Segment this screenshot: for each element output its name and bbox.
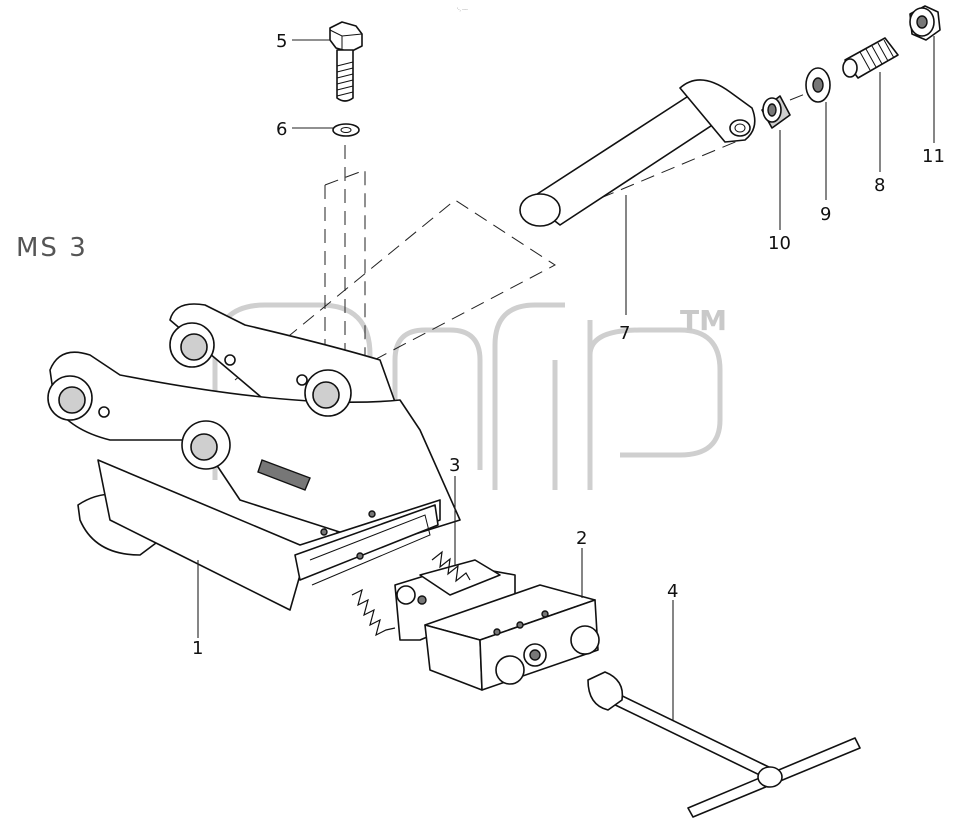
callout-4: 4	[667, 581, 678, 602]
callout-1: 1	[192, 638, 203, 659]
t-handle-wrench-part	[587, 671, 861, 818]
diagram-title: MS 3	[16, 233, 88, 263]
trademark-mark: TM	[680, 304, 727, 337]
coupler-frame-part	[47, 303, 461, 611]
callout-11: 11	[922, 146, 945, 167]
callout-6: 6	[276, 119, 287, 140]
callout-2: 2	[576, 528, 587, 549]
header-code: '-, ----	[457, 7, 468, 12]
bushing-part	[761, 95, 791, 129]
nut-part	[909, 5, 941, 41]
callout-3: 3	[449, 455, 460, 476]
leader-lines	[197, 36, 935, 720]
callout-7: 7	[619, 323, 630, 344]
bolt-part	[329, 21, 363, 102]
callout-9: 9	[820, 204, 831, 225]
threaded-stud-part	[842, 37, 899, 79]
locking-block-part	[424, 584, 600, 691]
callout-10: 10	[768, 233, 791, 254]
callout-5: 5	[276, 31, 287, 52]
callout-labels: 1 2 3 4 5 6 7 8 9 10 11	[192, 31, 945, 659]
pin-part	[519, 79, 756, 227]
callout-8: 8	[874, 175, 885, 196]
washer-part-6	[332, 123, 360, 137]
washer-part-9	[805, 67, 831, 103]
spring-assembly-part	[351, 550, 516, 641]
